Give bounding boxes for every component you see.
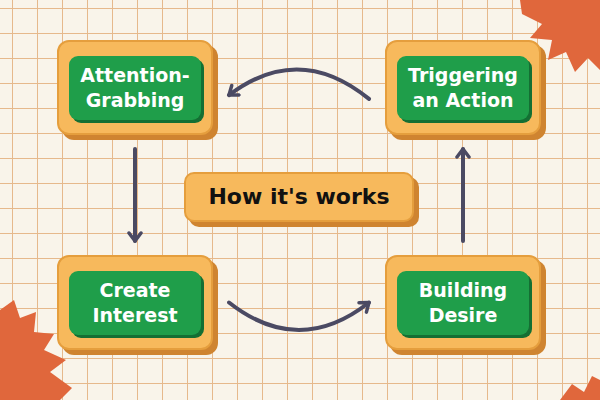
step-label: Attention-Grabbing (75, 63, 195, 113)
leaf-shape (560, 376, 600, 400)
flow-arrow (461, 149, 465, 241)
step-label: Triggering an Action (403, 63, 523, 113)
flow-arrow (133, 149, 137, 241)
step-label-panel: Triggering an Action (397, 56, 529, 120)
step-label: Building Desire (403, 278, 523, 328)
step-label-panel: Attention-Grabbing (69, 56, 201, 120)
step-label-panel: Create Interest (69, 271, 201, 335)
flow-arrow (229, 303, 369, 331)
step-box: Triggering an Action (385, 40, 541, 135)
step-box: Attention-Grabbing (57, 40, 213, 135)
flow-arrow (229, 69, 369, 98)
step-label: Create Interest (75, 278, 195, 328)
step-box: Create Interest (57, 255, 213, 350)
step-label-panel: Building Desire (397, 271, 529, 335)
center-label: How it's works (208, 183, 389, 211)
center-box: How it's works (184, 172, 414, 222)
step-box: Building Desire (385, 255, 541, 350)
